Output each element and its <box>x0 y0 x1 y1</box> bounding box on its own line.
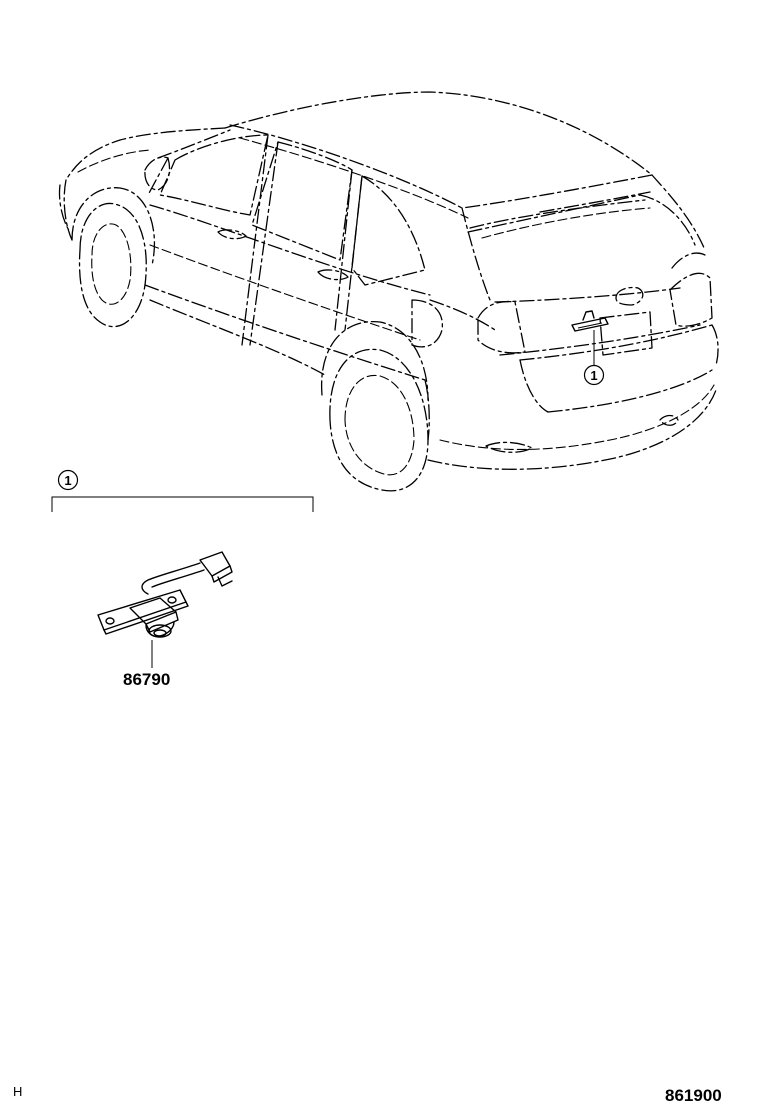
group-callout: 1 <box>57 469 79 491</box>
group-bracket <box>51 496 314 512</box>
corner-letter: H <box>13 1084 23 1099</box>
vehicle-outline <box>58 91 719 492</box>
group-callout-number: 1 <box>64 473 71 488</box>
vehicle-callout: 1 <box>583 364 605 386</box>
camera-mount-on-vehicle <box>571 310 609 332</box>
back-camera-part <box>97 551 233 638</box>
part-number-label: 86790 <box>123 670 171 689</box>
vehicle-callout-number: 1 <box>590 368 597 383</box>
figure-number: 861900 <box>665 1086 722 1105</box>
